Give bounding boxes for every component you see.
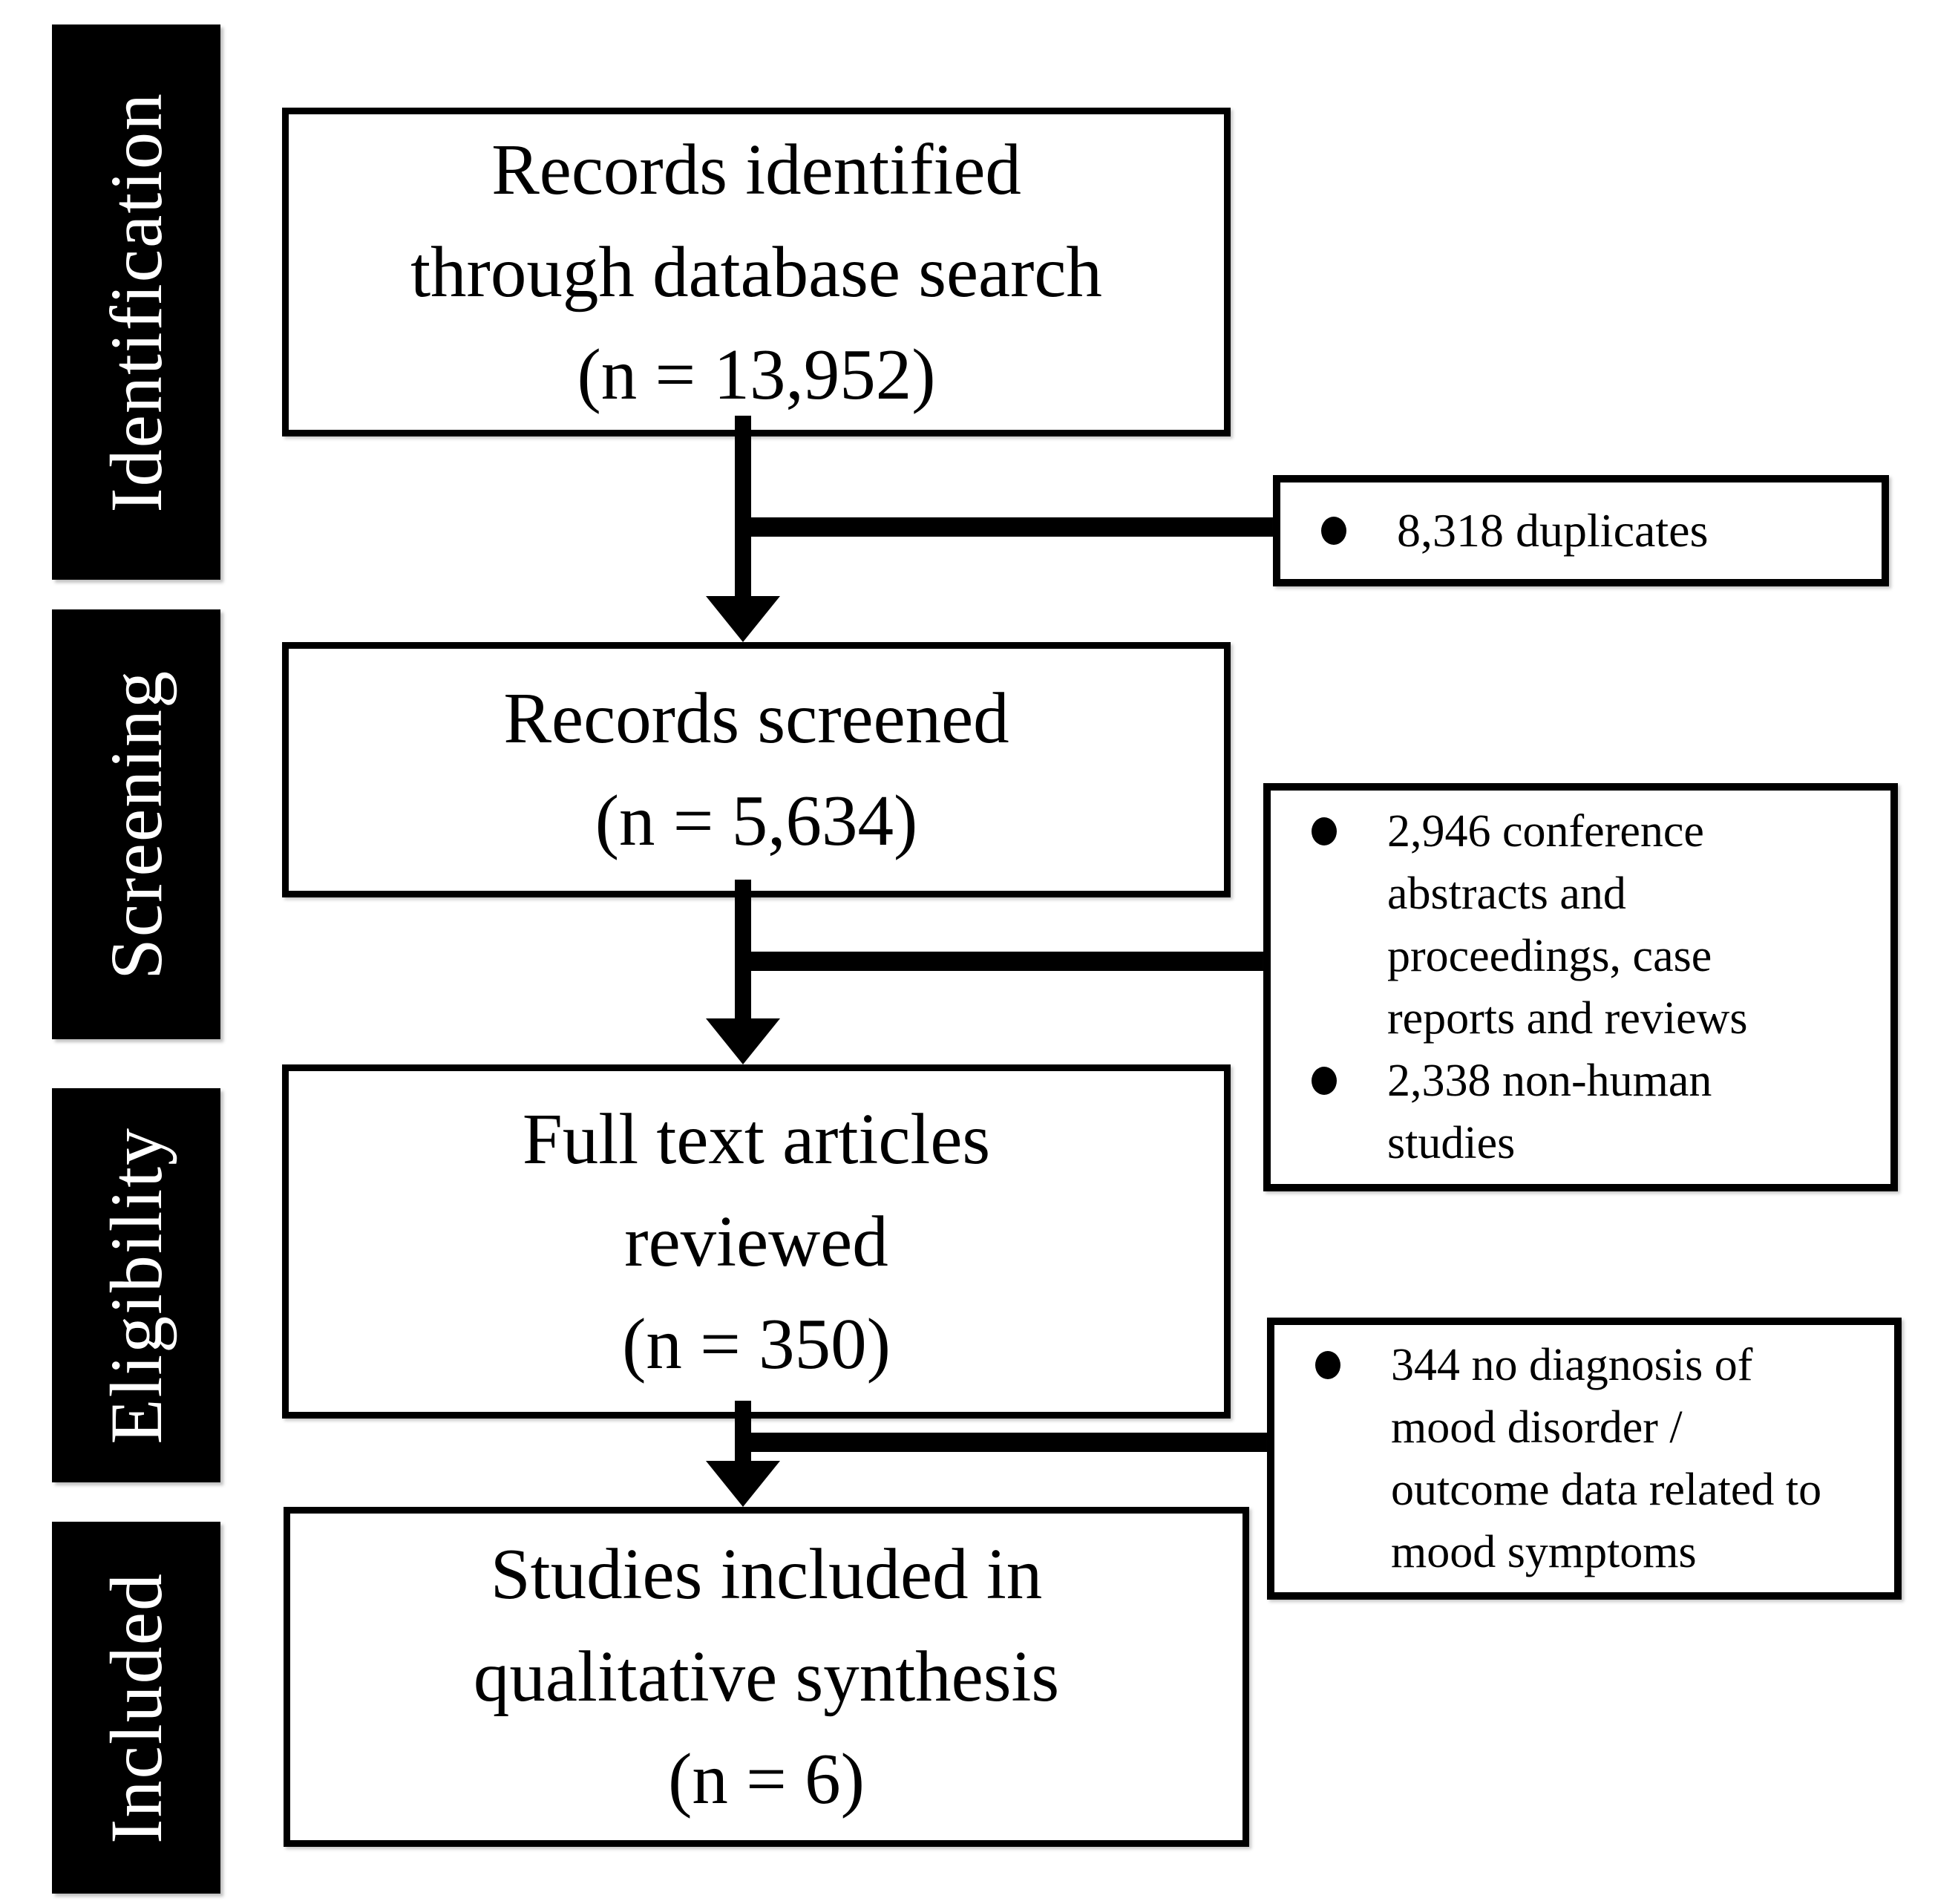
exclusion-line: abstracts and (1387, 868, 1626, 919)
exclusion-text: 344 no diagnosis of mood disorder / outc… (1391, 1334, 1821, 1583)
stage-label-screening: Screening (95, 669, 177, 980)
arrow-shaft-screened-to-fulltext (735, 880, 751, 1022)
exclusion-line: 344 no diagnosis of (1391, 1340, 1753, 1390)
flow-box-line: Records screened (503, 678, 1009, 758)
arrow-head-icon (706, 1018, 780, 1064)
exclusion-item: 2,338 non-human studies (1312, 1050, 1868, 1174)
arrow-head-icon (706, 1461, 780, 1507)
bullet-icon (1312, 817, 1337, 845)
flow-box-records-screened: Records screened (n = 5,634) (282, 642, 1231, 897)
exclusion-text: 2,338 non-human studies (1387, 1050, 1712, 1174)
flow-box-line: Records identified (491, 129, 1021, 209)
stage-label-identification: Identification (95, 91, 177, 513)
branch-line-duplicates (743, 517, 1273, 537)
flow-box-count: (n = 5,634) (595, 781, 918, 860)
flow-box-line: qualitative synthesis (473, 1637, 1060, 1716)
exclusion-line: studies (1387, 1118, 1516, 1168)
flow-box-fulltext-reviewed: Full text articles reviewed (n = 350) (282, 1064, 1231, 1419)
flow-box-line: reviewed (624, 1201, 888, 1281)
stage-bar-eligibility: Eligibility (52, 1088, 220, 1482)
stage-label-eligibility: Eligibility (95, 1126, 177, 1445)
exclusion-line: mood symptoms (1391, 1527, 1697, 1577)
exclusion-line: proceedings, case (1387, 931, 1712, 981)
exclusion-box-screening: 2,946 conference abstracts and proceedin… (1263, 783, 1898, 1191)
flow-box-line: through database search (410, 232, 1102, 312)
exclusion-line: 2,338 non-human (1387, 1056, 1712, 1106)
flow-box-line: Full text articles (522, 1099, 991, 1179)
flow-box-records-identified: Records identified through database sear… (282, 108, 1231, 436)
stage-bar-screening: Screening (52, 609, 220, 1039)
branch-line-eligibility-exclusions (743, 1433, 1267, 1452)
flow-box-studies-included: Studies included in qualitative synthesi… (284, 1507, 1249, 1847)
exclusion-line: 8,318 duplicates (1397, 504, 1709, 557)
stage-bar-included: Included (52, 1522, 220, 1894)
exclusion-item: 344 no diagnosis of mood disorder / outc… (1315, 1334, 1872, 1583)
stage-bar-identification: Identification (52, 24, 220, 580)
flow-box-count: (n = 13,952) (577, 334, 936, 414)
flow-box-count: (n = 6) (668, 1739, 865, 1819)
arrow-shaft-identified-to-screened (735, 416, 751, 601)
exclusion-line: outcome data related to (1391, 1465, 1822, 1515)
arrow-head-icon (706, 596, 780, 642)
exclusion-box-duplicates: 8,318 duplicates (1273, 475, 1889, 586)
bullet-icon (1315, 1351, 1340, 1379)
exclusion-item: 8,318 duplicates (1321, 500, 1859, 562)
branch-line-screening-exclusions (743, 952, 1263, 971)
flow-box-count: (n = 350) (622, 1303, 891, 1384)
exclusion-line: 2,946 conference (1387, 806, 1704, 857)
bullet-icon (1312, 1067, 1337, 1095)
exclusion-line: reports and reviews (1387, 993, 1748, 1044)
exclusion-text: 8,318 duplicates (1397, 500, 1708, 562)
bullet-icon (1321, 517, 1346, 545)
stage-label-included: Included (95, 1571, 177, 1844)
exclusion-text: 2,946 conference abstracts and proceedin… (1387, 800, 1748, 1050)
exclusion-box-eligibility: 344 no diagnosis of mood disorder / outc… (1267, 1318, 1902, 1600)
flow-box-line: Studies included in (490, 1534, 1043, 1614)
exclusion-line: mood disorder / (1391, 1402, 1683, 1453)
exclusion-item: 2,946 conference abstracts and proceedin… (1312, 800, 1868, 1050)
